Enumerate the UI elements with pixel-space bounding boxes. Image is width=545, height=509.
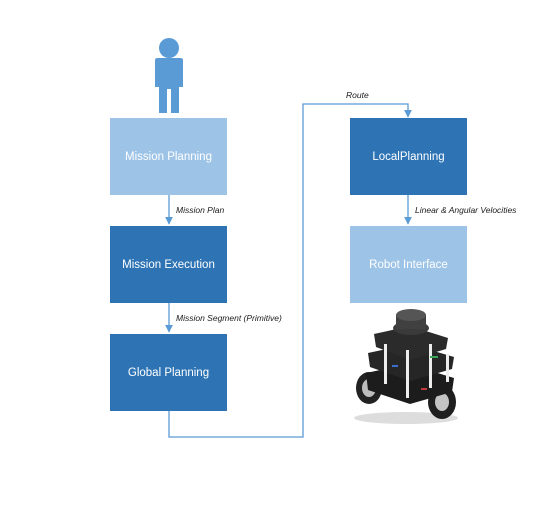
mission-planning-label: Mission Planning — [125, 150, 212, 163]
robot-interface-label: Robot Interface — [369, 258, 448, 271]
route-edge-label: Route — [346, 90, 369, 100]
mission-plan-edge-label: Mission Plan — [176, 205, 225, 215]
robot-image — [354, 309, 458, 424]
mission-execution-box: Mission Execution — [110, 226, 227, 303]
local-planning-label: LocalPlanning — [372, 150, 445, 163]
mission-segment-edge-label: Mission Segment (Primitive) — [176, 313, 282, 323]
person-icon — [155, 38, 183, 113]
velocities-edge-label: Linear & Angular Velocities — [415, 205, 517, 215]
robot-interface-box: Robot Interface — [350, 226, 467, 303]
mission-execution-label: Mission Execution — [122, 258, 215, 271]
route-connector — [168, 103, 412, 438]
local-planning-box: LocalPlanning — [350, 118, 467, 195]
global-planning-box: Global Planning — [110, 334, 227, 411]
mission-planning-box: Mission Planning — [110, 118, 227, 195]
global-planning-label: Global Planning — [127, 366, 210, 379]
